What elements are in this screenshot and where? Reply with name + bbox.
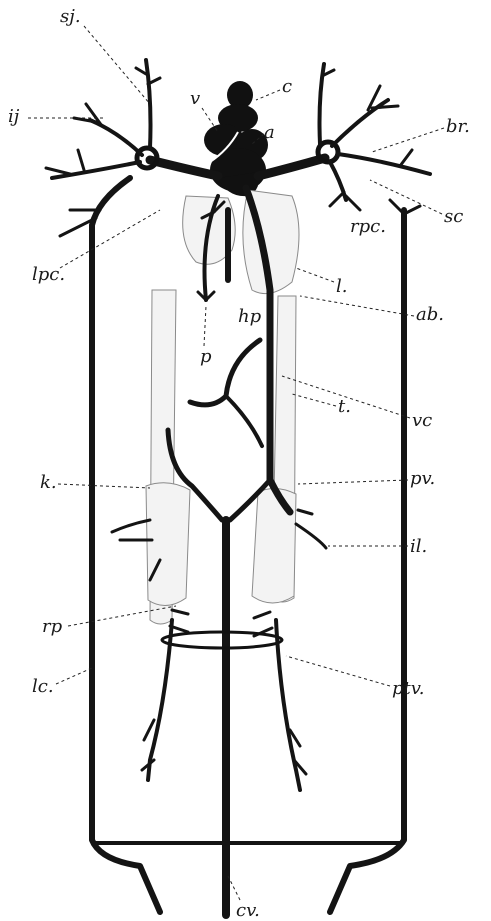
label-il: il. xyxy=(410,536,427,557)
label-ab: ab. xyxy=(416,304,444,325)
label-v: v xyxy=(190,88,200,109)
label-ij: ij xyxy=(8,106,20,127)
label-br: br. xyxy=(446,116,470,137)
label-k: k. xyxy=(40,472,57,493)
label-t: t. xyxy=(338,396,351,417)
label-hp: hp xyxy=(238,306,262,327)
label-sj: sj. xyxy=(60,6,81,27)
label-l: l. xyxy=(336,276,347,297)
label-rpc: rpc. xyxy=(350,216,386,237)
caudal-vein xyxy=(96,520,400,915)
label-pv: pv. xyxy=(410,468,435,489)
label-p: p xyxy=(200,346,212,367)
label-c: c xyxy=(282,76,292,97)
label-a: a xyxy=(264,122,275,143)
label-cv: cv. xyxy=(236,900,260,921)
label-vc: vc xyxy=(412,410,432,431)
label-sc: sc xyxy=(444,206,463,227)
label-lpc: lpc. xyxy=(32,264,65,285)
label-rp: rp xyxy=(42,616,63,637)
lateral-veins xyxy=(60,178,420,912)
label-ptv: ptv. xyxy=(392,678,425,699)
label-lc: lc. xyxy=(32,676,54,697)
